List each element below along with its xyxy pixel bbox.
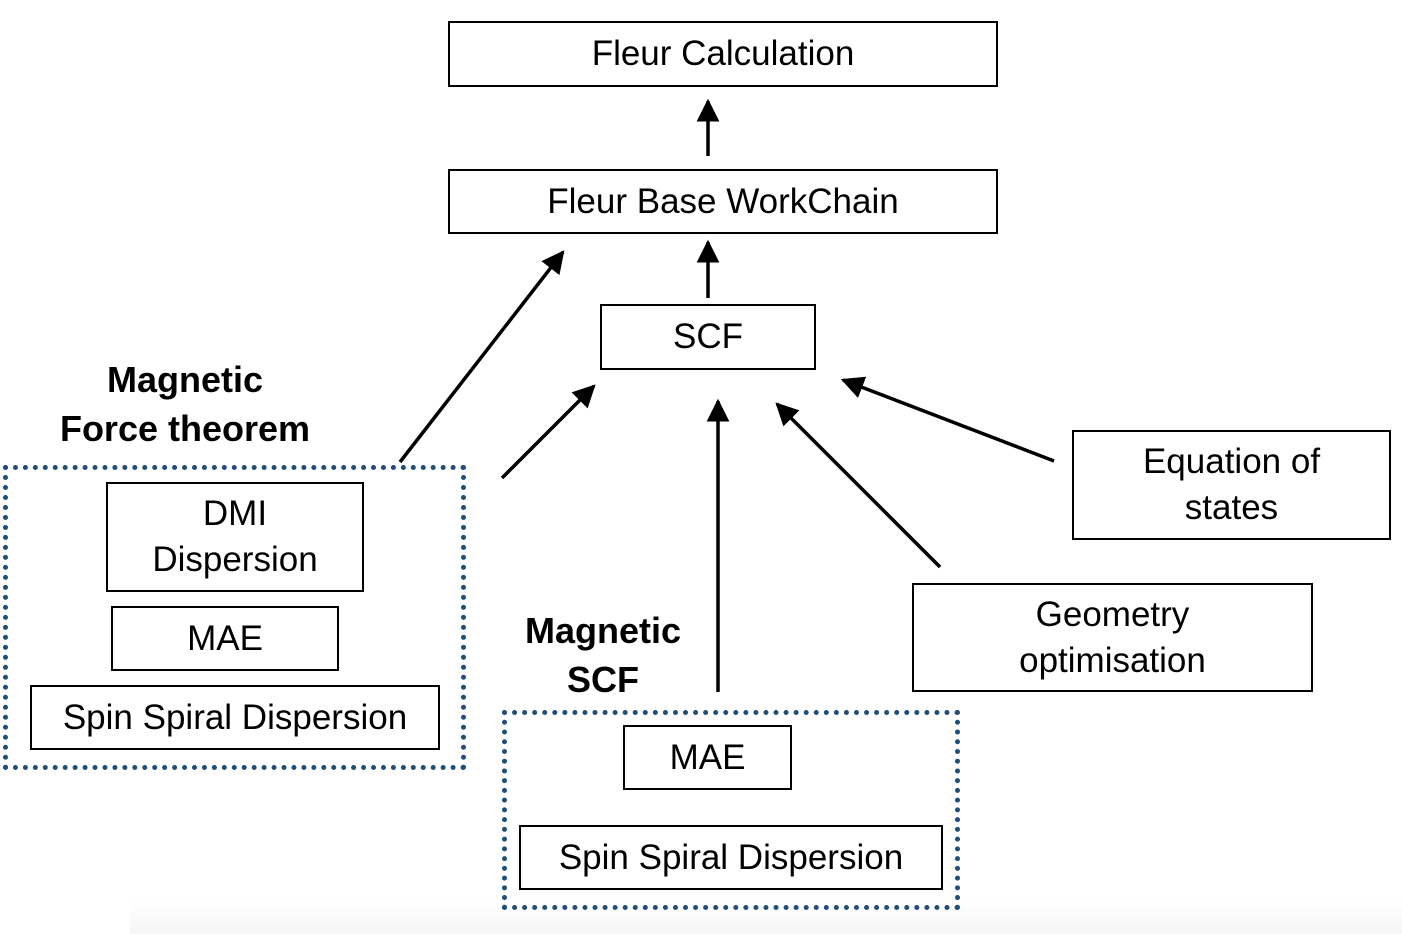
node-scf-label: SCF xyxy=(673,317,743,356)
arrow-force-theorem-to-base xyxy=(398,250,565,464)
node-scf[interactable]: SCF xyxy=(600,304,816,370)
node-magnetic-scf-mae-label: MAE xyxy=(669,737,746,777)
group-force-theorem xyxy=(3,465,466,770)
group-force-theorem-title: Magnetic Force theorem xyxy=(30,355,340,453)
node-fleur-calculation-label: Fleur Calculation xyxy=(591,34,855,73)
node-dmi-dispersion-line-2: Dispersion xyxy=(152,540,318,579)
node-force-theorem-spin-spiral-label: Spin Spiral Dispersion xyxy=(62,697,408,737)
group-force-theorem-title-line-1: Magnetic xyxy=(106,359,264,400)
node-force-theorem-spin-spiral[interactable]: Spin Spiral Dispersion xyxy=(30,685,440,750)
node-equation-of-states-line-1: Equation of xyxy=(1142,442,1321,481)
node-force-theorem-mae-label: MAE xyxy=(187,618,263,658)
arrow-force-theorem-to-scf xyxy=(500,384,596,480)
node-geometry-optimisation-line-1: Geometry xyxy=(1035,594,1190,634)
node-dmi-dispersion[interactable]: DMI Dispersion xyxy=(106,482,364,592)
group-magnetic-scf xyxy=(502,710,960,910)
node-equation-of-states[interactable]: Equation of states xyxy=(1072,430,1391,540)
group-force-theorem-title-line-2: Force theorem xyxy=(59,408,311,449)
group-magnetic-scf-title-line-1: Magnetic xyxy=(524,610,682,651)
node-dmi-dispersion-line-1: DMI xyxy=(202,494,268,533)
node-geometry-optimisation-line-2: optimisation xyxy=(1019,640,1206,680)
node-fleur-base-workchain-label: Fleur Base WorkChain xyxy=(547,181,899,221)
group-magnetic-scf-title-line-2: SCF xyxy=(567,659,639,700)
node-fleur-calculation[interactable]: Fleur Calculation xyxy=(448,21,998,87)
node-force-theorem-mae[interactable]: MAE xyxy=(111,606,339,671)
group-magnetic-scf-title: Magnetic SCF xyxy=(493,606,713,704)
node-magnetic-scf-mae[interactable]: MAE xyxy=(623,725,792,790)
node-equation-of-states-line-2: states xyxy=(1184,488,1279,527)
node-fleur-base-workchain[interactable]: Fleur Base WorkChain xyxy=(448,169,998,234)
arrow-geometry-to-scf xyxy=(775,402,942,569)
arrow-equation-of-states-to-scf xyxy=(840,376,1055,463)
node-magnetic-scf-spin-spiral[interactable]: Spin Spiral Dispersion xyxy=(519,825,943,890)
node-geometry-optimisation[interactable]: Geometry optimisation xyxy=(912,583,1313,692)
node-magnetic-scf-spin-spiral-label: Spin Spiral Dispersion xyxy=(558,837,904,877)
